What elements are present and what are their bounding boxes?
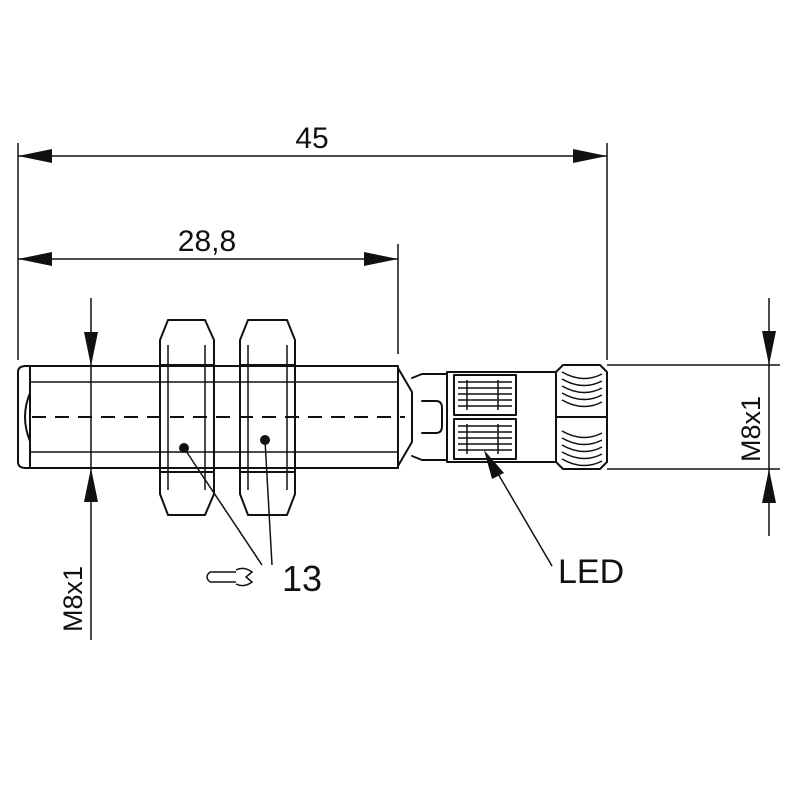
led-label: LED (558, 553, 624, 591)
hex-nut-left (159, 319, 215, 516)
hex-nut-right (239, 319, 296, 516)
wrench-size-callout: 13 (179, 435, 322, 599)
dimension-thread-right: M8x1 (607, 298, 780, 536)
thread-left-label: M8x1 (58, 566, 88, 632)
thread-right-label: M8x1 (736, 396, 766, 462)
wrench-size-label: 13 (282, 558, 322, 599)
thread-length-label: 28,8 (178, 225, 236, 258)
dimension-overall-length: 45 (17, 122, 608, 360)
wrench-icon (206, 567, 254, 587)
dimension-thread-length: 28,8 (18, 225, 399, 354)
sensor-body (17, 364, 608, 470)
led-callout: LED (484, 450, 624, 591)
overall-length-label: 45 (295, 122, 328, 155)
